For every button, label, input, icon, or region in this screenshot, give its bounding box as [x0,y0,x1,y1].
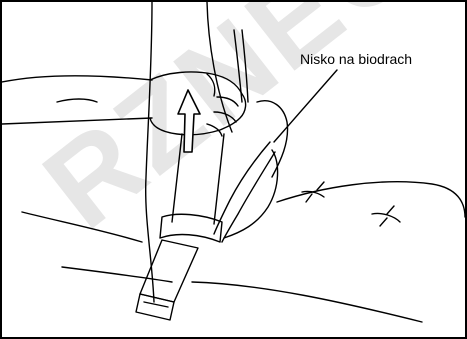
buckle-housing [140,240,198,302]
hand-outline [150,72,246,135]
buckle-button [144,302,168,307]
thigh-outline [277,182,465,217]
seat-fold-1 [302,182,324,202]
callout-leader-line [274,70,337,142]
cushion-curve [192,282,422,322]
seat-back-outline [146,2,154,302]
lap-belt-lower [222,152,275,242]
arm-crease [57,99,97,102]
seat-fold-2 [372,206,400,226]
arm-outline [2,76,152,124]
belt-tongue-strap [172,134,224,224]
callout-label: Nisko na biodrach [300,52,412,66]
belt-tongue-plate [160,214,222,242]
hip-outline [257,101,288,177]
thumb [207,74,215,96]
lap-belt-upper [214,142,270,234]
